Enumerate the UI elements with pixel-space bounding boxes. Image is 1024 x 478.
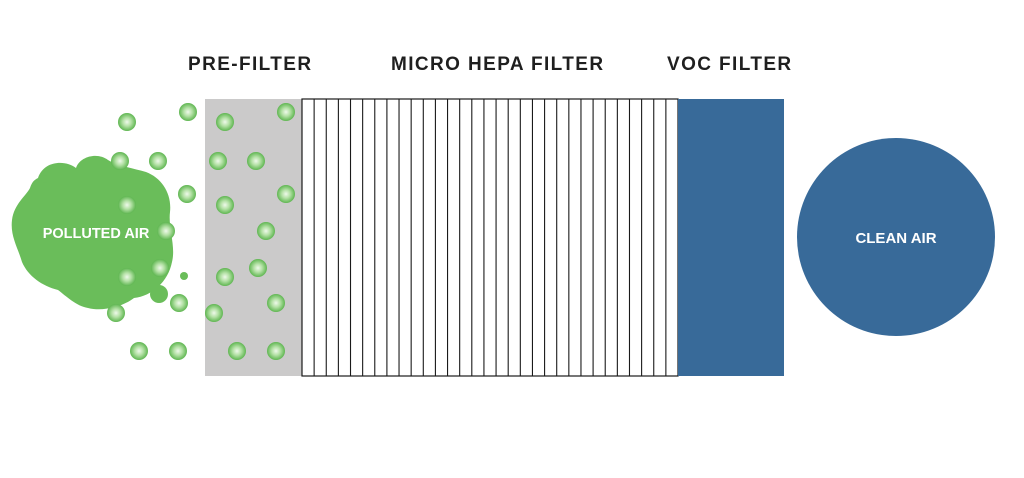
pollutant-particle — [107, 304, 125, 322]
clean-air-circle: CLEAN AIR — [797, 138, 995, 336]
pollutant-particle — [267, 342, 285, 360]
pollutant-particle — [151, 259, 169, 277]
pollutant-particles — [107, 103, 295, 360]
pollutant-particle — [111, 152, 129, 170]
pollutant-particle — [130, 342, 148, 360]
polluted-air-label: POLLUTED AIR — [43, 226, 150, 242]
pollutant-particle — [118, 268, 136, 286]
pollutant-particle — [247, 152, 265, 170]
hepa-filter-label: MICRO HEPA FILTER — [391, 54, 605, 75]
pollutant-particle — [169, 342, 187, 360]
clean-air-shape — [797, 138, 995, 336]
pollutant-particle — [267, 294, 285, 312]
pollutant-particle — [178, 185, 196, 203]
pollutant-particle — [277, 185, 295, 203]
pollutant-particle — [257, 222, 275, 240]
pollutant-particle — [205, 304, 223, 322]
hepa-pleats — [313, 99, 667, 376]
hepa-frame — [301, 98, 679, 377]
clean-air-label: CLEAN AIR — [855, 230, 936, 247]
pollutant-particle — [118, 113, 136, 131]
pollutant-particle — [118, 196, 136, 214]
pollutant-particle — [216, 196, 234, 214]
pollutant-particle — [149, 152, 167, 170]
pollutant-particle — [216, 113, 234, 131]
hepa-filter-panel — [301, 98, 679, 377]
pollutant-particle — [157, 222, 175, 240]
voc-filter-label: VOC FILTER — [667, 54, 793, 75]
polluted-droplet — [150, 285, 168, 303]
polluted-droplet — [41, 175, 49, 183]
pollutant-particle — [170, 294, 188, 312]
voc-filter-panel — [678, 99, 784, 376]
polluted-droplet — [180, 272, 188, 280]
prefilter-panel — [205, 99, 302, 376]
pollutant-particle — [216, 268, 234, 286]
pollutant-particle — [209, 152, 227, 170]
pollutant-particle — [228, 342, 246, 360]
pollutant-particle — [277, 103, 295, 121]
prefilter-label: PRE-FILTER — [188, 54, 313, 75]
pollutant-particle — [249, 259, 267, 277]
pollutant-particle — [179, 103, 197, 121]
